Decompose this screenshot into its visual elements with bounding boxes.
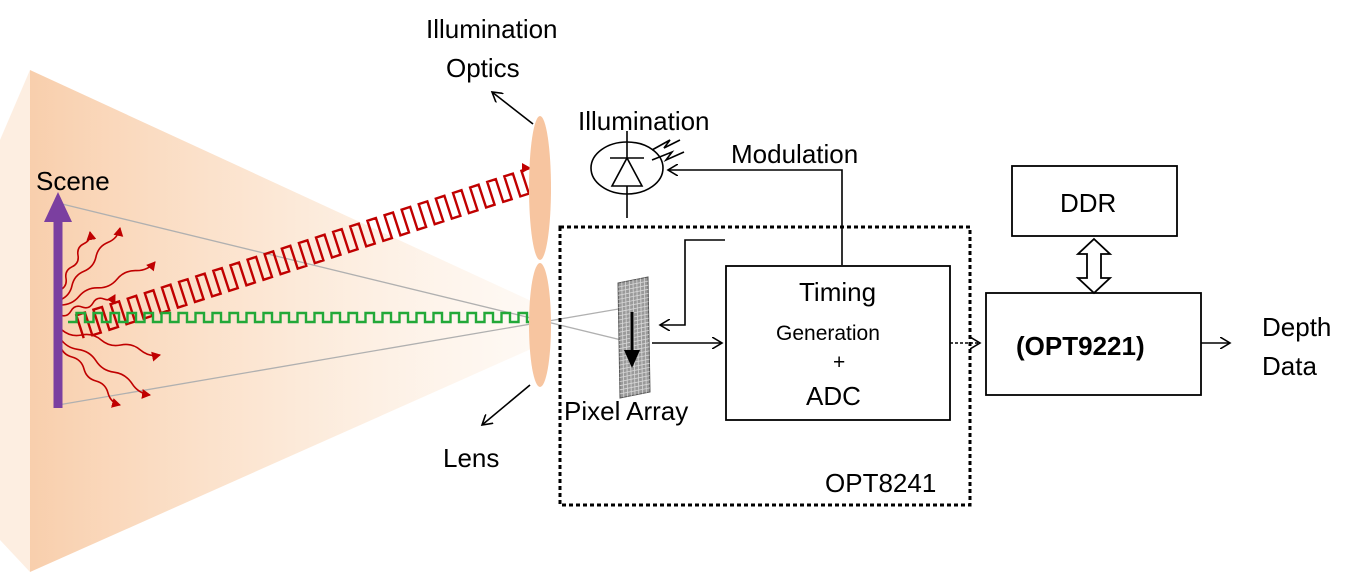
reflected-light-wave bbox=[68, 311, 541, 324]
pixel-array bbox=[617, 276, 651, 399]
pixel-array-label: Pixel Array bbox=[564, 396, 688, 426]
illumination-optics-label-line1: Illumination bbox=[426, 14, 558, 44]
timing-label: Timing bbox=[799, 277, 876, 307]
generation-label: Generation bbox=[776, 322, 880, 345]
scatter-ray bbox=[61, 329, 161, 362]
timing-to-pixel-control-line bbox=[660, 239, 725, 325]
pixel-grid-line bbox=[618, 330, 649, 337]
emitted-light-wave bbox=[74, 160, 540, 339]
scene-label: Scene bbox=[36, 166, 110, 196]
pixel-grid-line bbox=[619, 379, 650, 387]
modulation-label: Modulation bbox=[731, 139, 858, 169]
opt9221-block bbox=[985, 292, 1202, 396]
illumination-label: Illumination bbox=[578, 106, 710, 136]
illumination-beam bbox=[30, 70, 540, 572]
pixel-grid-line bbox=[618, 334, 650, 341]
lens-leader bbox=[482, 384, 531, 425]
pixel-grid-line bbox=[619, 342, 650, 350]
scatter-ray bbox=[59, 227, 124, 301]
pixel-grid-line bbox=[619, 346, 650, 354]
opt8241-label: OPT8241 bbox=[825, 468, 936, 498]
ddr-bidirectional-arrow-icon bbox=[1075, 237, 1113, 295]
modulation-signal-line bbox=[668, 170, 843, 265]
pixel-grid-line bbox=[618, 284, 649, 292]
pixel-grid-line bbox=[618, 325, 649, 333]
pixel-grid-line bbox=[619, 371, 650, 378]
pixel-grid-line bbox=[618, 309, 649, 317]
lens-label: Lens bbox=[443, 443, 499, 473]
pixel-grid-line bbox=[619, 362, 650, 370]
pixel-grid-line bbox=[619, 375, 650, 382]
pixel-grid-line bbox=[618, 313, 649, 321]
pixel-grid-line bbox=[618, 288, 649, 296]
pixel-grid-line bbox=[618, 297, 649, 304]
illumination-optics-leader bbox=[492, 92, 534, 125]
pixel-array-down-arrow-icon bbox=[624, 312, 640, 368]
timing-adc-block bbox=[725, 265, 951, 421]
adc-label: ADC bbox=[806, 381, 861, 411]
pixel-grid-line bbox=[618, 280, 649, 288]
illumination-led-icon bbox=[590, 131, 685, 218]
ddr-block bbox=[1011, 165, 1178, 237]
pixel-grid-line bbox=[618, 321, 649, 329]
plus-label: + bbox=[833, 351, 845, 374]
opt8241-boundary bbox=[558, 225, 972, 507]
scatter-waves bbox=[59, 227, 161, 408]
pixel-grid-line bbox=[619, 338, 650, 345]
depth-label-line1: Depth bbox=[1262, 312, 1331, 342]
scatter-ray bbox=[59, 261, 156, 306]
illumination-optics-label-line2: Optics bbox=[446, 53, 520, 83]
depth-label-line2: Data bbox=[1262, 351, 1317, 381]
pixel-grid-line bbox=[618, 317, 649, 325]
receive-lens bbox=[529, 263, 551, 387]
scatter-ray bbox=[59, 337, 151, 399]
pixel-grid-line bbox=[618, 301, 649, 308]
scatter-ray bbox=[59, 231, 97, 291]
scene-arrow bbox=[44, 192, 72, 408]
pixel-grid-line bbox=[618, 293, 649, 300]
scatter-ray bbox=[59, 294, 116, 317]
illumination-optics-lens bbox=[529, 116, 551, 260]
opt9221-label: (OPT9221) bbox=[1016, 331, 1145, 361]
pixel-grid-line bbox=[618, 305, 649, 313]
pixel-grid-line bbox=[619, 387, 650, 395]
pixel-grid-line bbox=[619, 367, 650, 374]
beam-fan-left bbox=[0, 70, 30, 572]
scatter-ray bbox=[59, 344, 121, 408]
ddr-label: DDR bbox=[1060, 188, 1116, 218]
pixel-grid-line bbox=[619, 383, 650, 391]
